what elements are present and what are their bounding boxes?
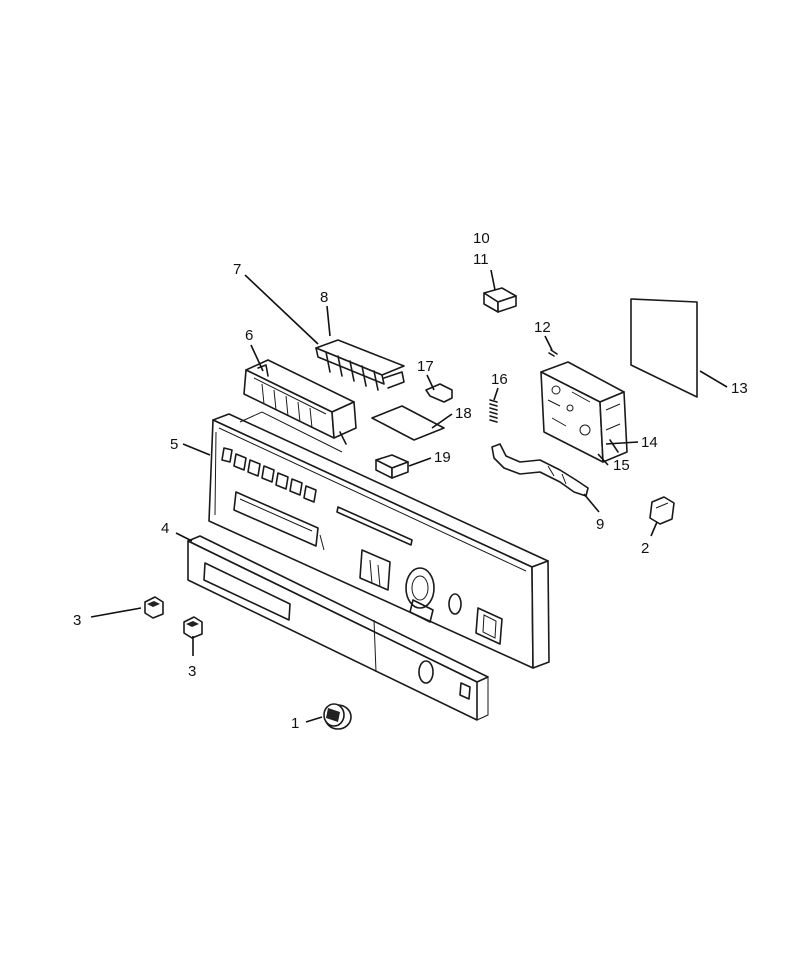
part-spring	[489, 399, 498, 423]
part-knob	[323, 703, 352, 730]
part-clip	[425, 383, 453, 403]
part-push-button-a	[144, 596, 164, 619]
callout-4: 4	[161, 520, 169, 537]
callout-2: 2	[641, 540, 649, 557]
leader-lines	[90, 269, 728, 723]
part-connector	[649, 496, 675, 525]
part-timer-module	[540, 361, 628, 463]
callout-19: 19	[434, 449, 451, 466]
callout-16: 16	[491, 371, 508, 388]
part-pin	[548, 349, 558, 357]
callout-17: 17	[417, 358, 434, 375]
callout-3a: 3	[73, 612, 81, 629]
callout-1: 1	[291, 715, 299, 732]
part-gasket	[371, 405, 445, 441]
callout-12: 12	[534, 319, 551, 336]
callout-labels: 1 2 3 3 4 5 6 7 8 9 10 11 12 13 14 15 16…	[73, 230, 748, 732]
callout-10: 10	[473, 230, 490, 247]
callout-6: 6	[245, 327, 253, 344]
callout-9: 9	[596, 516, 604, 533]
part-switch-bar	[315, 339, 405, 391]
part-control-panel	[208, 413, 550, 669]
callout-18: 18	[455, 405, 472, 422]
callout-14: 14	[641, 434, 658, 451]
callout-5: 5	[170, 436, 178, 453]
callout-8: 8	[320, 289, 328, 306]
part-small-switch	[483, 287, 517, 313]
part-wire-harness	[491, 443, 589, 497]
callout-11: 11	[473, 251, 489, 268]
part-rocker-switch	[375, 454, 409, 479]
part-front-trim	[187, 535, 489, 721]
part-insulation-sheet	[630, 298, 698, 398]
part-push-button-b	[183, 616, 203, 639]
part-bracket-assembly	[239, 359, 357, 453]
callout-7: 7	[233, 261, 241, 278]
callout-15: 15	[613, 457, 630, 474]
callout-3b: 3	[188, 663, 196, 680]
callout-13: 13	[731, 380, 748, 397]
